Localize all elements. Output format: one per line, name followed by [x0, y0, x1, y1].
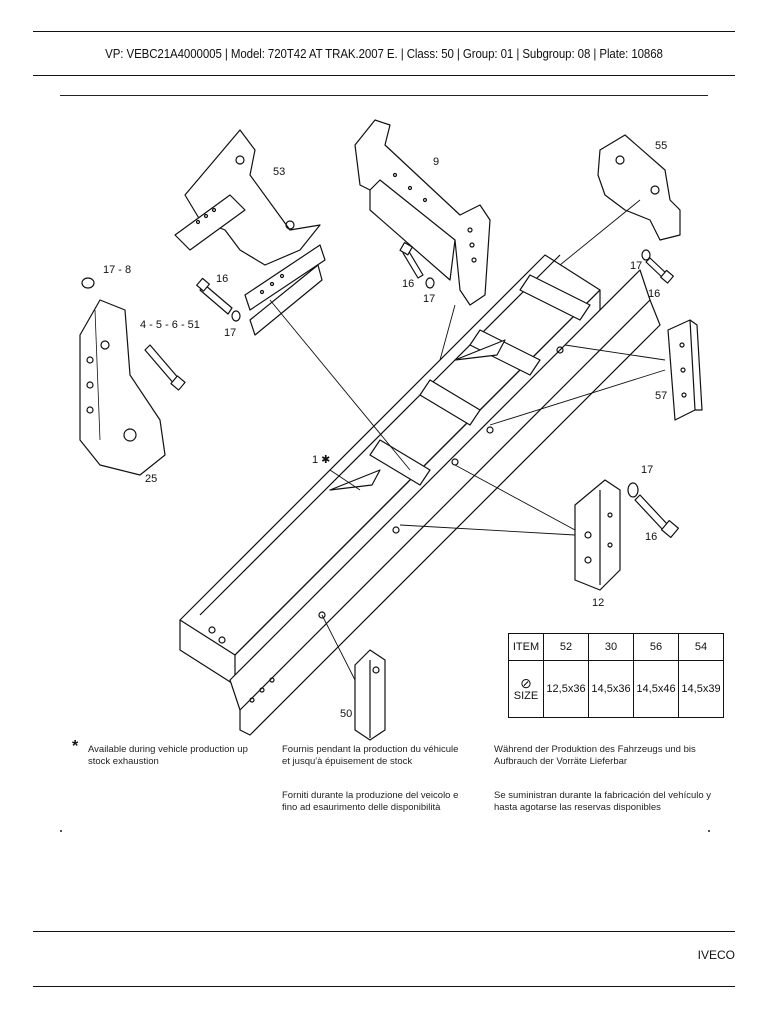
note-french: Fournis pendant la production du véhicul… [282, 744, 459, 767]
part-25-bracket [79, 299, 166, 476]
table-item-cell: 30 [588, 633, 634, 661]
callout-25: 25 [145, 473, 157, 485]
callout-16-b: 16 [402, 278, 414, 290]
table-item-label: ITEM [508, 633, 544, 661]
callout-17-a: 17 [224, 327, 236, 339]
callout-16-d: 16 [645, 531, 657, 543]
table-item-cell: 52 [543, 633, 589, 661]
callout-17-8: 17 - 8 [103, 264, 131, 276]
table-size-cell: 14,5x36 [588, 660, 634, 718]
plate-header-info: VP: VEBC21A4000005 | Model: 720T42 AT TR… [105, 47, 663, 61]
note-german: Während der Produktion des Fahrzeugs und… [494, 744, 696, 767]
part-9-crossmember [354, 119, 491, 306]
note-italian: Forniti durante la produzione del veicol… [282, 790, 459, 813]
table-size-label-cell: ⊘ SIZE [508, 660, 544, 718]
callout-17-c: 17 [630, 260, 642, 272]
bolt-icon: ⊘ [520, 675, 532, 691]
callout-16-a: 16 [216, 273, 228, 285]
footer-top-rule [33, 931, 735, 932]
callout-12: 12 [592, 597, 604, 609]
table-item-cell: 56 [633, 633, 679, 661]
part-53-bracket [174, 129, 326, 336]
table-size-cell: 14,5x46 [633, 660, 679, 718]
bolt-size-table: ITEM 52 30 56 54 ⊘ SIZE 12,5x36 14,5x36 … [508, 633, 724, 718]
part-12-bracket [574, 479, 621, 591]
table-size-cell: 12,5x36 [543, 660, 589, 718]
fasteners [81, 241, 680, 539]
callout-53: 53 [273, 166, 285, 178]
callout-55: 55 [655, 140, 667, 152]
callout-50: 50 [340, 708, 352, 720]
leader-lines [269, 199, 666, 681]
table-size-cell: 14,5x39 [678, 660, 724, 718]
footnote-star: * [72, 738, 79, 755]
scan-mark [708, 830, 710, 832]
callout-4-5-6-51: 4 - 5 - 6 - 51 [140, 319, 200, 331]
part-55-bracket [597, 134, 681, 241]
chassis-frame [179, 254, 661, 736]
callout-57: 57 [655, 390, 667, 402]
table-size-label: SIZE [513, 690, 539, 702]
footer-bottom-rule [33, 986, 735, 987]
footer-brand: IVECO [697, 948, 735, 962]
header-bottom-rule [33, 75, 735, 76]
scan-mark [60, 830, 62, 832]
callout-17-b: 17 [423, 293, 435, 305]
callout-17-d: 17 [641, 464, 653, 476]
part-50-bracket [354, 649, 386, 741]
header-top-rule [33, 31, 735, 32]
note-spanish: Se suministran durante la fabricación de… [494, 790, 712, 813]
callout-9: 9 [433, 156, 439, 168]
note-english: Available during vehicle production up s… [88, 744, 248, 767]
callout-1: 1 ✱ [312, 454, 330, 466]
part-57-plate [667, 319, 703, 421]
callout-16-c: 16 [648, 288, 660, 300]
table-item-cell: 54 [678, 633, 724, 661]
plate-top-rule [60, 95, 708, 96]
